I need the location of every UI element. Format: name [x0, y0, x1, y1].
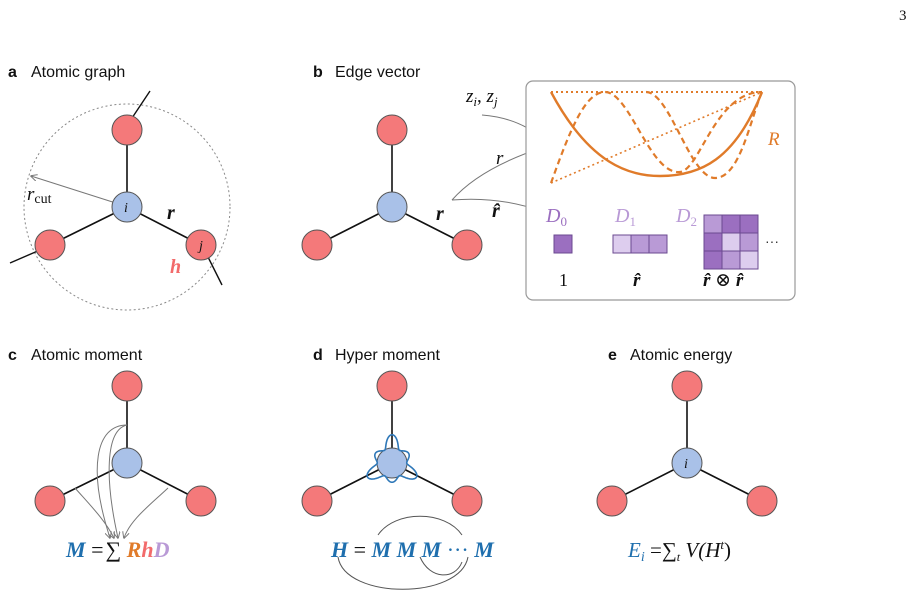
- d2-block: [703, 214, 759, 270]
- radial-curve-linear: [550, 91, 763, 184]
- e-node-center-i: [671, 447, 703, 479]
- external-edge-right: [207, 256, 223, 286]
- e-node-right: [746, 485, 778, 517]
- radial-curve-solid: [549, 91, 764, 178]
- d2-label: D2: [675, 205, 697, 229]
- caption-one: 1: [559, 270, 568, 290]
- radial-curve-dashed-3: [645, 90, 764, 180]
- h-label: h: [170, 256, 181, 278]
- b-node-left: [301, 229, 333, 261]
- hyper-moment-shape: [366, 433, 418, 484]
- panel-e-letter: e: [608, 347, 617, 364]
- rhat-arrow-label: r̂: [492, 200, 501, 222]
- panel-d: d Hyper moment H = M M M ··· M: [301, 347, 495, 590]
- panel-c-letter: c: [8, 347, 17, 364]
- external-edge-left: [9, 249, 41, 264]
- c-node-right: [185, 485, 217, 517]
- panel-a-letter: a: [8, 64, 17, 81]
- d-ellipsis: ···: [765, 233, 779, 249]
- caption-outer-product: r̂ ⊗ r̂: [703, 270, 744, 291]
- neighbor-node-top: [111, 114, 143, 146]
- panel-c-title: Atomic moment: [31, 347, 143, 364]
- panel-d-title: Hyper moment: [335, 347, 440, 364]
- z-label: zi, zj: [465, 86, 498, 109]
- d0-block: [553, 234, 573, 254]
- radial-basis-curves: [549, 90, 764, 184]
- d-node-left: [301, 485, 333, 517]
- d-equation: H = M M M ··· M: [330, 537, 495, 562]
- e-equation: Ei =∑t V(Ht): [627, 537, 731, 565]
- d1-label: D1: [614, 205, 636, 229]
- c-node-top: [111, 370, 143, 402]
- b-node-top: [376, 114, 408, 146]
- d-contraction-arcs: [337, 515, 469, 590]
- page-number: 3: [899, 8, 907, 24]
- radial-R-label: R: [767, 129, 780, 150]
- d0-label: D0: [545, 205, 567, 229]
- c-equation: M =∑ RhD: [65, 537, 170, 562]
- b-edge-r-label: r: [436, 203, 444, 225]
- c-node-left: [34, 485, 66, 517]
- neighbor-node-left: [34, 229, 66, 261]
- panel-e-title: Atomic energy: [630, 347, 732, 364]
- b-node-center: [376, 191, 408, 223]
- rcut-arrow: [31, 176, 123, 206]
- d-node-right: [451, 485, 483, 517]
- external-edge-top: [131, 90, 151, 119]
- panel-b-letter: b: [313, 64, 323, 81]
- cutoff-circle: [23, 103, 231, 311]
- panel-b: b Edge vector r zi, zj r r̂ R D0 D1: [301, 64, 796, 301]
- node-i-label: i: [124, 201, 128, 216]
- e-node-i-label: i: [684, 457, 688, 472]
- rcut-label: rcut: [27, 184, 52, 207]
- caption-rhat: r̂: [633, 270, 641, 291]
- b-node-right: [451, 229, 483, 261]
- r-arrow-label: r: [496, 148, 504, 169]
- e-node-left: [596, 485, 628, 517]
- panel-d-letter: d: [313, 347, 323, 364]
- r-vector-label: r: [167, 202, 175, 224]
- d-node-center: [376, 447, 408, 479]
- d1-block: [612, 234, 668, 254]
- center-node-i: [111, 191, 143, 223]
- radial-curve-dashed-1: [549, 90, 763, 184]
- node-j-label: j: [197, 239, 203, 254]
- d-node-top: [376, 370, 408, 402]
- panel-a-title: Atomic graph: [31, 64, 125, 81]
- c-aggregation-arrows: [74, 424, 169, 538]
- panel-a: a Atomic graph i j r h rcut: [8, 64, 231, 311]
- c-node-center: [111, 447, 143, 479]
- panel-b-title: Edge vector: [335, 64, 421, 81]
- neighbor-node-j: [185, 229, 217, 261]
- e-node-top: [671, 370, 703, 402]
- panel-e: e Atomic energy i Ei =∑t V(Ht): [596, 347, 778, 565]
- panel-c: c Atomic moment M =∑ RhD: [8, 347, 217, 562]
